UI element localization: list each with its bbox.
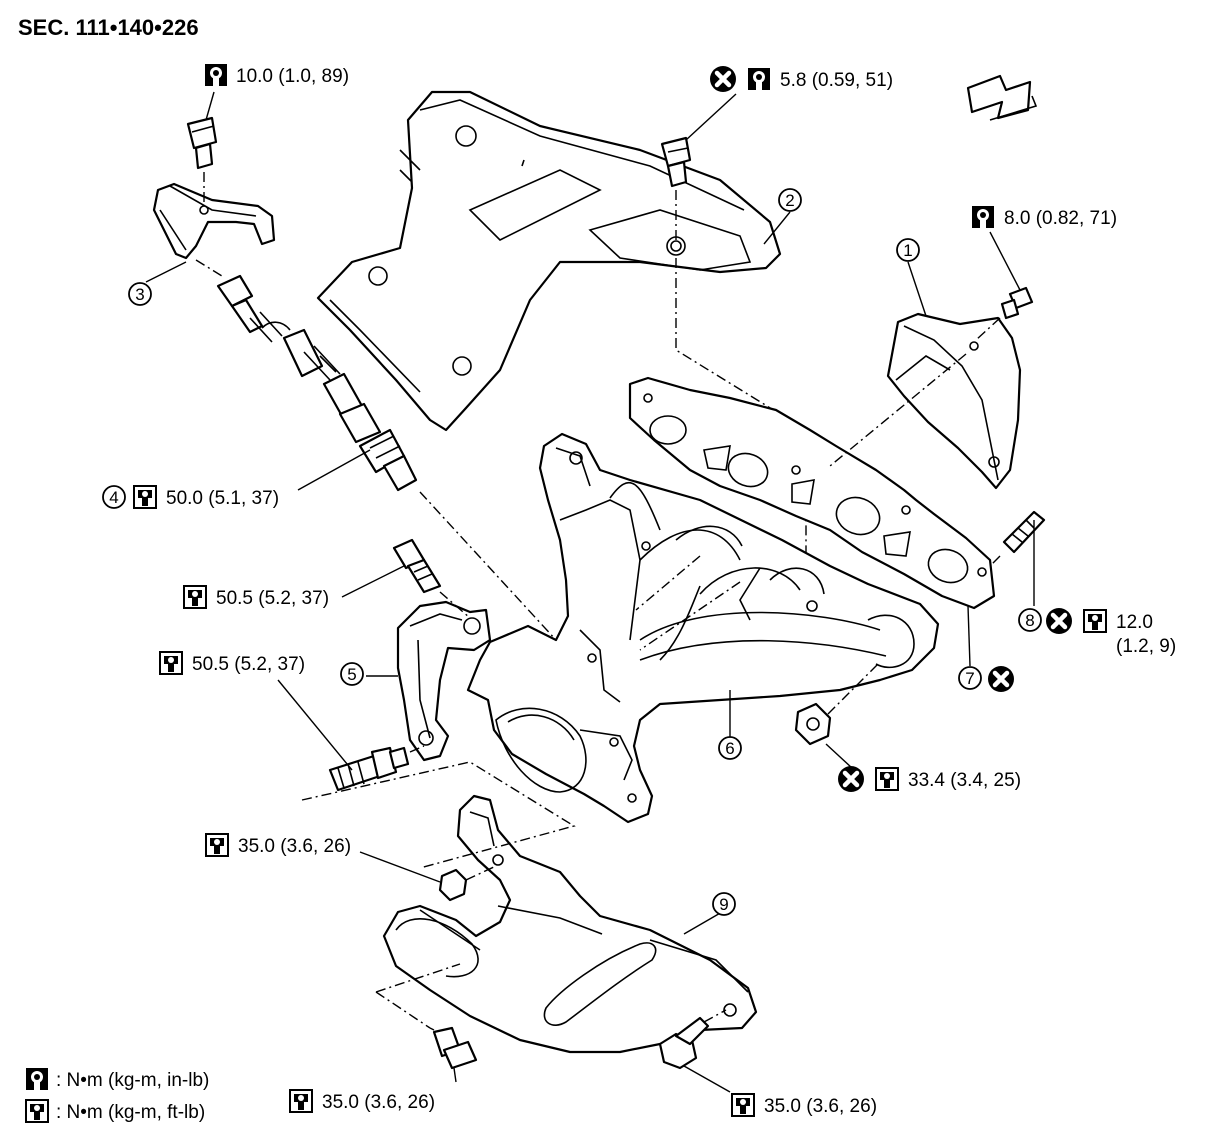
torque-wrench-outline-icon <box>731 1093 755 1117</box>
svg-text:6: 6 <box>725 739 734 758</box>
svg-text:2: 2 <box>785 191 794 210</box>
svg-text:5.8 (0.59, 51): 5.8 (0.59, 51) <box>780 70 893 91</box>
torque-wrench-filled-icon <box>205 64 227 86</box>
torque-lower-bolt-right: 35.0 (3.6, 26) <box>731 1093 877 1117</box>
cover-bolt <box>1000 286 1034 320</box>
torque-bracket-bolt: 10.0 (1.0, 89) <box>205 64 349 87</box>
legend-in-lb: : N•m (kg-m, in-lb) <box>26 1068 209 1091</box>
manifold-nut <box>794 702 832 746</box>
torque-insulator-bolt: 5.8 (0.59, 51) <box>710 66 893 92</box>
svg-text:8: 8 <box>1025 611 1034 630</box>
part-number-9: 9 <box>712 892 736 916</box>
manifold-stud <box>1002 510 1046 554</box>
heat-insulator-cover <box>886 312 1022 490</box>
svg-text:1: 1 <box>903 241 912 260</box>
torque-cover-bolt: 8.0 (0.82, 71) <box>972 206 1117 229</box>
torque-wrench-outline-icon <box>1083 609 1107 633</box>
legend-ft-lb: : N•m (kg-m, ft-lb) <box>25 1099 205 1123</box>
legend: : N•m (kg-m, in-lb) : N•m (kg-m, ft-lb) <box>25 1068 209 1123</box>
sensor-bracket <box>152 116 276 260</box>
lower-bolt-left <box>432 1026 478 1070</box>
svg-text:35.0 (3.6, 26): 35.0 (3.6, 26) <box>322 1092 435 1113</box>
svg-text:9: 9 <box>719 895 728 914</box>
svg-text:7: 7 <box>965 669 974 688</box>
torque-stay-nut: 35.0 (3.6, 26) <box>205 833 351 857</box>
part-number-3: 3 <box>128 282 152 306</box>
svg-text:: N•m (kg-m, in-lb): : N•m (kg-m, in-lb) <box>56 1070 209 1091</box>
exhaust-manifold <box>466 432 940 824</box>
stay-nut <box>438 868 468 902</box>
torque-wrench-outline-icon <box>183 585 207 609</box>
svg-text:50.5 (5.2, 37): 50.5 (5.2, 37) <box>192 654 305 675</box>
svg-text:4: 4 <box>109 488 118 507</box>
do-not-reuse-icon <box>710 66 736 92</box>
lower-heat-insulator <box>382 794 758 1054</box>
manifold-stay <box>396 600 492 762</box>
torque-lower-bolt-left: 35.0 (3.6, 26) <box>289 1089 435 1113</box>
stay-bolt-lower <box>328 746 410 792</box>
torque-wrench-outline-icon <box>875 767 899 791</box>
torque-stud: 12.0 (1.2, 9) <box>1046 608 1176 657</box>
do-not-reuse-icon <box>838 766 864 792</box>
insulator-bolt <box>660 136 692 188</box>
part-number-4: 4 <box>102 485 126 509</box>
engine-front-arrow-icon <box>966 74 1038 121</box>
torque-stay-bolt-upper: 50.5 (5.2, 37) <box>183 585 329 609</box>
part-number-7: 7 <box>958 666 982 690</box>
torque-wrench-filled-icon <box>748 68 770 90</box>
torque-wrench-filled-icon <box>26 1068 48 1090</box>
svg-text:35.0 (3.6, 26): 35.0 (3.6, 26) <box>238 836 351 857</box>
svg-text:: N•m (kg-m, ft-lb): : N•m (kg-m, ft-lb) <box>56 1102 205 1123</box>
torque-sensor: 50.0 (5.1, 37) <box>133 485 279 509</box>
do-not-reuse-icon <box>1046 608 1072 634</box>
torque-wrench-outline-icon <box>289 1089 313 1113</box>
torque-wrench-outline-icon <box>159 651 183 675</box>
part-number-2: 2 <box>778 188 802 212</box>
heated-oxygen-sensor <box>216 274 418 492</box>
torque-wrench-outline-icon <box>133 485 157 509</box>
svg-text:50.5 (5.2, 37): 50.5 (5.2, 37) <box>216 588 329 609</box>
part-number-5: 5 <box>340 662 364 686</box>
do-not-reuse-icon <box>988 666 1014 692</box>
svg-text:5: 5 <box>347 665 356 684</box>
part-number-1: 1 <box>896 238 920 262</box>
torque-manifold-nut: 33.4 (3.4, 25) <box>838 766 1021 792</box>
exhaust-manifold-gasket <box>628 376 996 610</box>
svg-text:3: 3 <box>135 285 144 304</box>
lower-bolt-right <box>658 1016 710 1070</box>
torque-wrench-outline-icon <box>205 833 229 857</box>
svg-text:35.0 (3.6, 26): 35.0 (3.6, 26) <box>764 1096 877 1117</box>
torque-wrench-outline-icon <box>25 1099 49 1123</box>
svg-text:50.0 (5.1, 37): 50.0 (5.1, 37) <box>166 488 279 509</box>
svg-text:10.0 (1.0, 89): 10.0 (1.0, 89) <box>236 66 349 87</box>
svg-text:12.0: 12.0 <box>1116 612 1153 633</box>
section-code: SEC. 111•140•226 <box>18 15 199 40</box>
svg-text:8.0 (0.82, 71): 8.0 (0.82, 71) <box>1004 208 1117 229</box>
torque-wrench-filled-icon <box>972 206 994 228</box>
heat-insulator <box>316 90 782 432</box>
part-number-8: 8 <box>1018 608 1042 632</box>
stay-bolt-upper <box>392 538 442 594</box>
torque-stay-bolt-lower: 50.5 (5.2, 37) <box>159 651 305 675</box>
svg-text:33.4 (3.4, 25): 33.4 (3.4, 25) <box>908 770 1021 791</box>
svg-text:(1.2, 9): (1.2, 9) <box>1116 636 1176 657</box>
gasket-replace-mark <box>988 666 1014 692</box>
part-number-6: 6 <box>718 736 742 760</box>
